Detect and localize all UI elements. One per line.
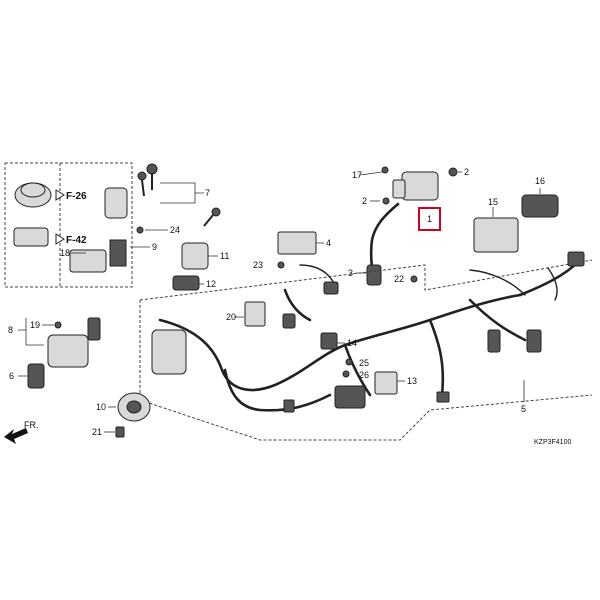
ignition-switch-group: F-26 F-42 7 24 9 18 xyxy=(4,162,221,288)
callout-10: 10 xyxy=(96,402,106,412)
ignition-group-box xyxy=(4,162,133,288)
fuse-holder-part xyxy=(151,329,187,375)
arrow-f42-icon xyxy=(55,233,65,245)
callout-1: 1 xyxy=(427,214,432,224)
relay-cover-part xyxy=(172,275,200,291)
ignition-coil-group: 17 2 2 1 3 22 xyxy=(348,166,469,286)
relay-group: 14 25 26 13 xyxy=(320,332,417,409)
callout-23: 23 xyxy=(253,260,263,270)
harness-connector-part xyxy=(283,399,295,413)
switch-connector-part xyxy=(109,239,127,267)
harness-connector-part xyxy=(323,281,339,295)
fuse-box-part xyxy=(277,231,317,255)
harness-connector-part xyxy=(487,329,501,353)
turn-relay-part xyxy=(374,371,398,395)
callout-18: 18 xyxy=(60,248,70,258)
spark-plug-cap-part xyxy=(366,264,382,286)
callout-17: 17 xyxy=(352,170,362,180)
handlebar-switch-group: 19 8 6 xyxy=(8,317,101,389)
callout-7: 7 xyxy=(205,188,210,198)
ecu-group: 15 16 xyxy=(473,176,559,253)
ignition-lock-part xyxy=(69,249,107,273)
ref-f26: F-26 xyxy=(66,191,87,202)
callout-13: 13 xyxy=(407,376,417,386)
callout-9: 9 xyxy=(152,242,157,252)
switch-cover-part xyxy=(27,363,45,389)
relay-part xyxy=(320,332,338,350)
callout-2-left: 2 xyxy=(362,196,367,206)
front-arrow-icon xyxy=(4,428,28,444)
ref-f42: F-42 xyxy=(66,235,87,246)
sub-harness-group: 20 xyxy=(151,301,296,375)
horn-group: 10 21 xyxy=(92,392,151,438)
ignition-switch-part xyxy=(104,187,128,219)
front-direction-marker: FR. xyxy=(4,420,39,444)
key-icon xyxy=(137,163,221,227)
callout-14: 14 xyxy=(347,338,357,348)
callout-3: 3 xyxy=(348,268,353,278)
handlebar-switch-part xyxy=(47,334,89,368)
ecu-part xyxy=(473,217,519,253)
front-label: FR. xyxy=(24,420,39,430)
callout-19: 19 xyxy=(30,320,40,330)
highlight-box xyxy=(418,207,441,231)
ignition-bracket-part xyxy=(13,227,49,247)
callout-6: 6 xyxy=(9,371,14,381)
horn-bolt-part xyxy=(115,426,125,438)
fuse-block-part xyxy=(334,385,366,409)
main-wire-harness: 5 xyxy=(139,251,593,441)
harness-connector-part xyxy=(436,391,450,403)
harness-connector-part xyxy=(526,329,542,353)
callout-12: 12 xyxy=(206,279,216,289)
diagram-code: KZP3F4100 xyxy=(534,439,571,446)
harness-connector-part xyxy=(567,251,585,267)
callout-8: 8 xyxy=(8,325,13,335)
callout-26: 26 xyxy=(359,370,369,380)
callout-15: 15 xyxy=(488,197,498,207)
callout-20: 20 xyxy=(226,312,236,322)
starter-relay-part xyxy=(181,242,209,270)
callout-24: 24 xyxy=(170,225,180,235)
fuse-box-group: 4 11 12 23 xyxy=(172,231,331,291)
arrow-f26-icon xyxy=(55,189,65,201)
callout-11: 11 xyxy=(220,251,229,261)
sub-harness-connector-part xyxy=(244,301,266,327)
callout-4: 4 xyxy=(326,238,331,248)
ignition-coil-part xyxy=(401,171,439,201)
callout-5: 5 xyxy=(521,404,526,414)
callout-2-right: 2 xyxy=(464,167,469,177)
callout-25: 25 xyxy=(359,358,369,368)
callout-21: 21 xyxy=(92,427,102,437)
callout-16: 16 xyxy=(535,176,545,186)
callout-22: 22 xyxy=(394,274,404,284)
ecu-cover-part xyxy=(521,194,559,218)
